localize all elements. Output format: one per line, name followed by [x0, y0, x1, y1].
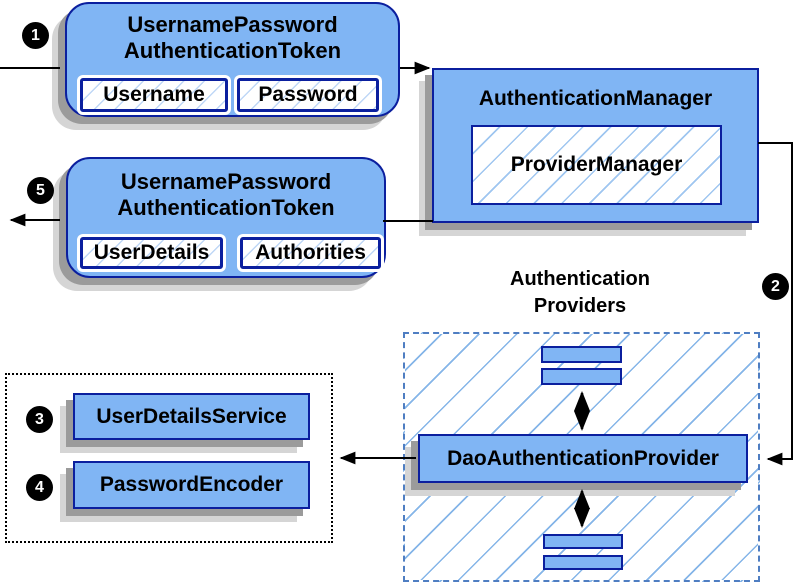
token-response-title-line2: AuthenticationToken: [117, 195, 335, 220]
providers-label-line1: Authentication: [510, 268, 650, 290]
token-response-title: UsernamePassword AuthenticationToken: [68, 169, 384, 221]
provider-placeholder-bar: [541, 368, 622, 385]
provider-placeholder-bar: [541, 346, 622, 363]
password-field: Password: [237, 78, 379, 112]
dao-authentication-provider-box: DaoAuthenticationProvider: [418, 434, 748, 483]
username-password-token-request-box: UsernamePassword AuthenticationToken Use…: [65, 2, 400, 117]
username-password-token-response-box: UsernamePassword AuthenticationToken Use…: [66, 157, 386, 278]
step-badge-3: 3: [26, 406, 53, 433]
password-encoder-box: PasswordEncoder: [73, 461, 310, 509]
authentication-manager-box: AuthenticationManager ProviderManager: [432, 68, 759, 223]
step-badge-5: 5: [27, 177, 54, 204]
step-badge-4: 4: [26, 474, 53, 501]
token-response-title-line1: UsernamePassword: [120, 169, 332, 194]
provider-placeholder-bar: [543, 534, 623, 549]
step-badge-1: 1: [22, 22, 49, 49]
providers-label-line2: Providers: [533, 295, 627, 317]
token-request-title: UsernamePassword AuthenticationToken: [67, 12, 398, 64]
step-badge-2: 2: [762, 273, 789, 300]
user-details-field: UserDetails: [80, 237, 223, 269]
authentication-manager-title: AuthenticationManager: [478, 87, 713, 110]
user-details-service-box: UserDetailsService: [73, 393, 310, 440]
token-request-title-line2: AuthenticationToken: [123, 38, 342, 63]
provider-manager-box: ProviderManager: [471, 125, 722, 205]
authorities-field: Authorities: [240, 237, 381, 269]
token-request-title-line1: UsernamePassword: [127, 12, 338, 37]
authentication-providers-label: Authentication Providers: [460, 266, 700, 320]
arrow-manager-to-dao-provider: [758, 142, 793, 466]
provider-placeholder-bar: [543, 555, 623, 570]
username-field: Username: [80, 78, 228, 112]
